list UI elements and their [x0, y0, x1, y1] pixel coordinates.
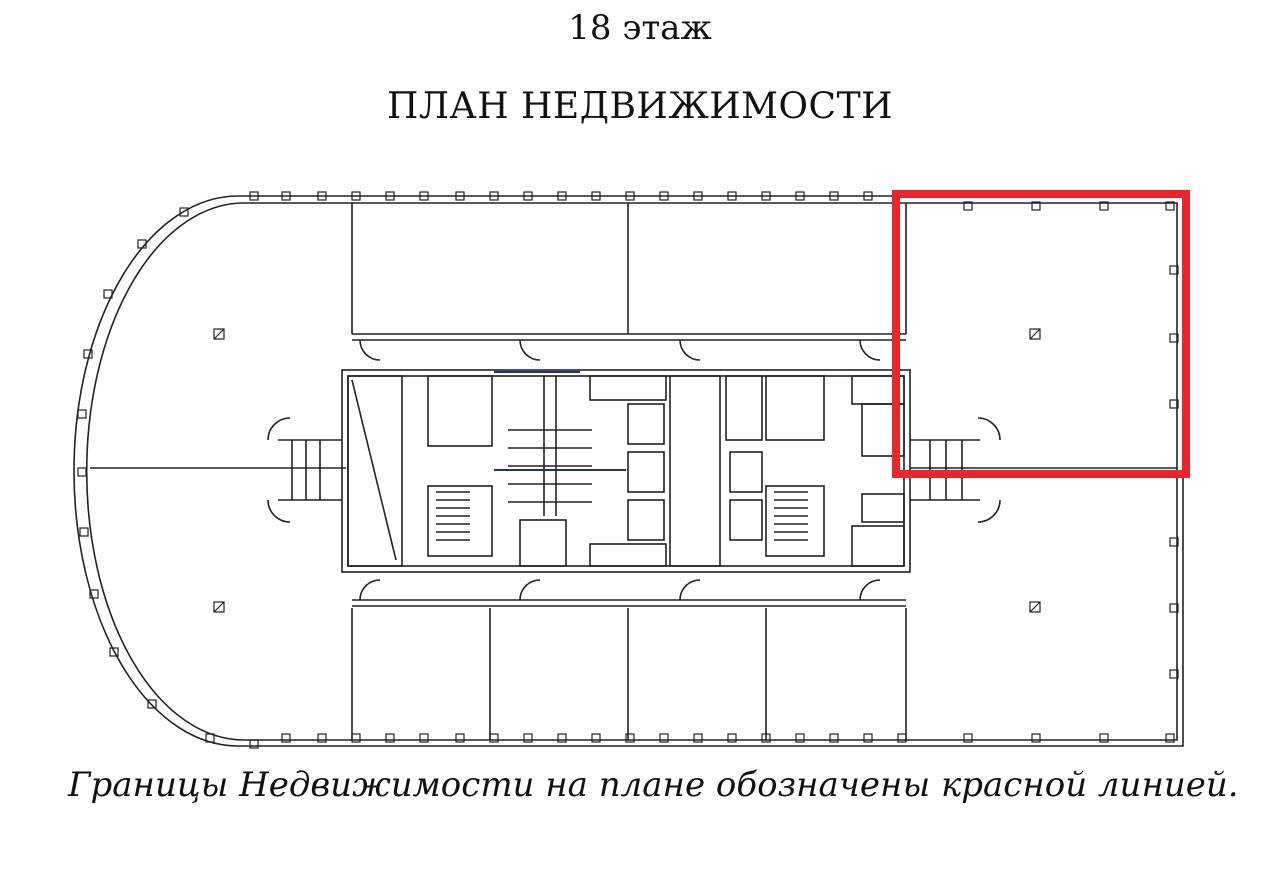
- corridor-wall-bottom: [352, 599, 906, 607]
- core-room: [729, 451, 763, 493]
- core-room: [427, 375, 493, 447]
- core-room: [347, 375, 403, 567]
- core-room: [725, 375, 763, 441]
- column-marker: [213, 601, 225, 613]
- caption: Границы Недвижимости на плане обозначены…: [68, 765, 1239, 805]
- facade-mullions: [77, 207, 215, 743]
- core-room: [627, 403, 665, 445]
- core-room: [627, 499, 665, 541]
- core-room: [729, 499, 763, 541]
- stair: [765, 485, 825, 557]
- building-outline: [73, 195, 1184, 747]
- column-marker: [1029, 328, 1041, 340]
- core-room: [861, 403, 905, 457]
- core-room: [765, 375, 825, 441]
- facade-mullions: [249, 733, 1175, 749]
- core-room: [851, 525, 905, 567]
- property-boundary: [892, 190, 1190, 478]
- floor-label: 18 этаж: [568, 8, 712, 48]
- plan-title: ПЛАН НЕДВИЖИМОСТИ: [387, 86, 893, 127]
- corridor-wall-top: [352, 333, 906, 341]
- column-marker: [213, 328, 225, 340]
- core-room: [589, 375, 667, 401]
- facade-mullions: [1169, 265, 1179, 679]
- column-marker: [1029, 601, 1041, 613]
- core-room: [861, 493, 905, 523]
- core-room: [589, 543, 667, 567]
- elevator-shaft: [519, 519, 567, 567]
- elevator-hall: [669, 375, 721, 567]
- facade-mullions: [249, 191, 1175, 211]
- vestibule-left: [278, 439, 342, 501]
- building-outline-inner: [85, 202, 1178, 741]
- core-room: [627, 451, 665, 493]
- stair: [427, 485, 493, 557]
